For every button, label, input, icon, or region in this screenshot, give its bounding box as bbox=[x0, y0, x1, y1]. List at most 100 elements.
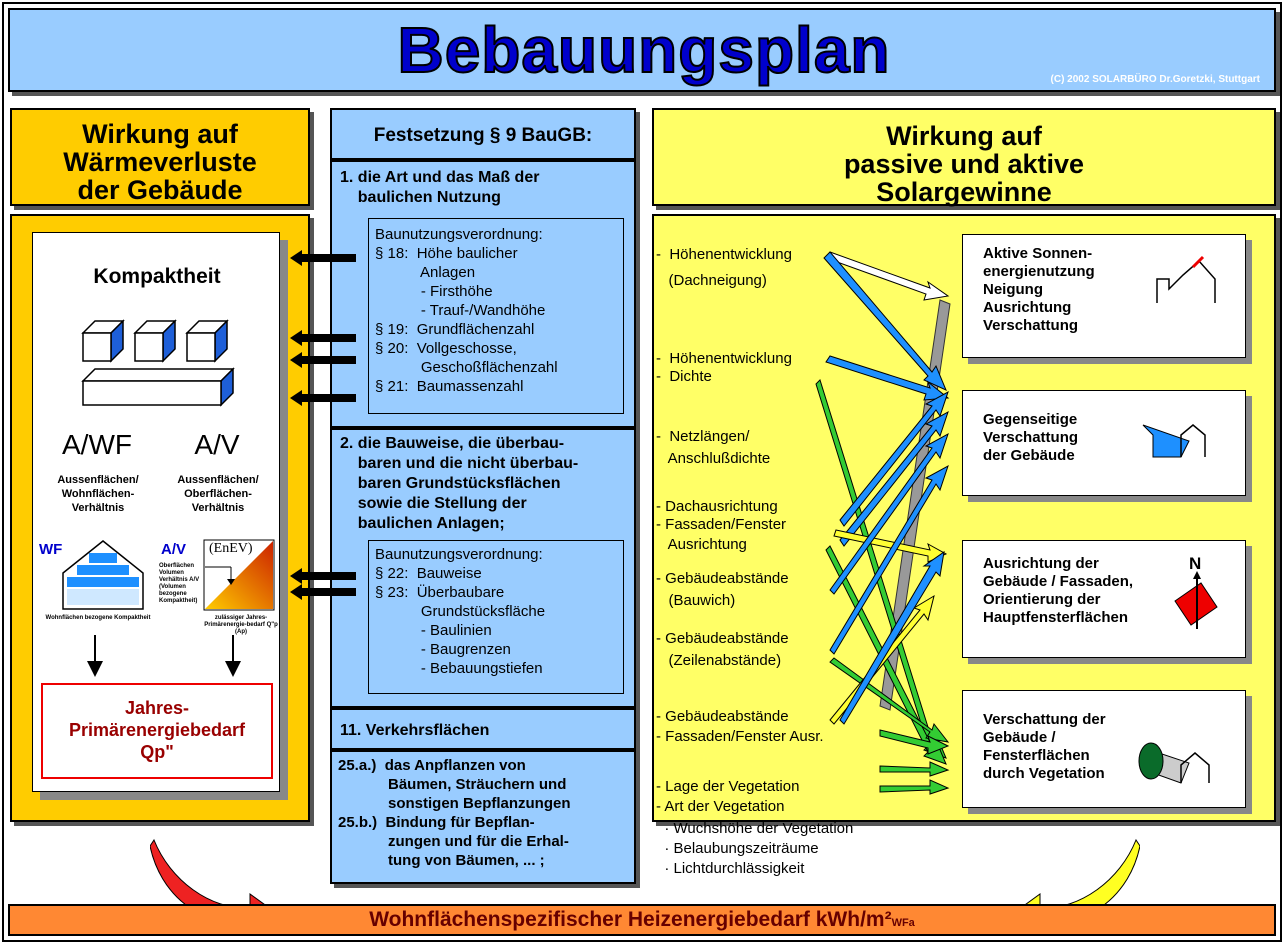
compactness-heading: Kompaktheit bbox=[93, 265, 221, 288]
factor-label: - Lage der Vegetation bbox=[656, 778, 800, 795]
factor-label: - Netzlängen/ bbox=[656, 428, 750, 445]
compass-icon bbox=[1174, 571, 1218, 629]
section-11: 11. Verkehrsflächen bbox=[330, 708, 636, 750]
av-caption: Oberflächen Volumen Verhältnis A/V (Volu… bbox=[159, 563, 200, 604]
factor-label: Anschlußdichte bbox=[656, 450, 771, 467]
bvo-line: Baunutzungsverordnung: bbox=[375, 546, 543, 563]
box-line: Ausrichtung bbox=[983, 299, 1072, 316]
link-arrows bbox=[290, 250, 356, 600]
bvo-line: - Bebauungstiefen bbox=[375, 660, 543, 677]
awf-description: Aussenflächen/ Wohnflächen- Verhältnis bbox=[39, 473, 157, 515]
box-line: durch Vegetation bbox=[983, 765, 1105, 782]
enev-label: (EnEV) bbox=[209, 541, 253, 556]
shadow-house-icon bbox=[1142, 424, 1206, 458]
section-25-line: tung von Bäumen, ... ; bbox=[338, 852, 545, 869]
bvo-line: - Baulinien bbox=[375, 622, 492, 639]
bvo-line: - Firsthöhe bbox=[375, 283, 493, 300]
factor-label: - Gebäudeabstände bbox=[656, 630, 789, 647]
bvo-line: § 19: Grundflächenzahl bbox=[375, 321, 535, 338]
factor-label: - Fassaden/Fenster Ausr. bbox=[656, 728, 824, 745]
factor-label: · Lichtdurchlässigkeit bbox=[656, 860, 805, 877]
factor-label: · Belaubungszeiträume bbox=[656, 840, 819, 857]
av-caption-2: zulässiger Jahres-Primärenergie-bedarf Q… bbox=[204, 615, 278, 635]
right-header: Wirkung auf passive und aktive Solargewi… bbox=[652, 108, 1276, 206]
factor-label: - Höhenentwicklung bbox=[656, 350, 792, 367]
wf-icon-label: WF bbox=[39, 541, 63, 558]
bottom-sub: WFa bbox=[891, 917, 915, 929]
bottom-label: Wohnflächenspezifischer Heizenergiebedar… bbox=[369, 908, 892, 931]
av-desc-line: Oberflächen- bbox=[184, 488, 252, 500]
vegetation-box: Verschattung der Gebäude / Fensterfläche… bbox=[962, 690, 1246, 808]
box-line: Ausrichtung der bbox=[983, 555, 1099, 572]
house-wf-icon bbox=[62, 540, 144, 610]
section-2-line: sowie die Stellung der bbox=[340, 495, 527, 512]
right-header-line: Solargewinne bbox=[876, 177, 1052, 207]
factor-label: · Wuchshöhe der Vegetation bbox=[656, 820, 854, 837]
section-2-line: baren Grundstücksflächen bbox=[340, 475, 561, 492]
box-line: Verschattung bbox=[983, 429, 1079, 446]
awf-desc-line: Wohnflächen- bbox=[61, 488, 135, 500]
section-25-line: 25.b.) Bindung für Bepflan- bbox=[338, 814, 535, 831]
north-label: N bbox=[1189, 554, 1202, 573]
factor-label: - Art der Vegetation bbox=[656, 798, 785, 815]
av-description: Aussenflächen/ Oberflächen- Verhältnis bbox=[159, 473, 277, 515]
av-desc-line: Verhältnis bbox=[191, 502, 245, 514]
section-25-line: zungen und für die Erhal- bbox=[338, 833, 569, 850]
bvo-line: § 21: Baumassenzahl bbox=[375, 378, 524, 395]
solar-active-box: Aktive Sonnen- energienutzung Neigung Au… bbox=[962, 234, 1246, 358]
right-header-line: Wirkung auf bbox=[886, 121, 1042, 151]
right-header-line: passive und aktive bbox=[843, 149, 1085, 179]
section-2-line: 2. die Bauweise, die überbau- bbox=[340, 435, 565, 452]
box-line: energienutzung bbox=[983, 263, 1095, 280]
section-25-line: sonstigen Bepflanzungen bbox=[338, 795, 571, 812]
section-1-line: baulichen Nutzung bbox=[340, 189, 501, 206]
box-line: Gegenseitige bbox=[983, 411, 1078, 428]
av-desc-line: Aussenflächen/ bbox=[177, 474, 259, 486]
bvo-line: - Trauf-/Wandhöhe bbox=[375, 302, 546, 319]
factor-label: (Bauwich) bbox=[656, 592, 736, 609]
box-line: der Gebäude bbox=[983, 447, 1075, 464]
page-title: Bebauungsplan bbox=[396, 13, 891, 87]
tree-shadow-icon bbox=[1138, 742, 1210, 784]
box-line: Aktive Sonnen- bbox=[983, 245, 1093, 262]
box-line: Hauptfensterflächen bbox=[983, 609, 1129, 626]
section-25: 25.a.) das Anpflanzen von Bäumen, Sträuc… bbox=[330, 750, 636, 884]
roof-panel-icon bbox=[1156, 255, 1216, 303]
section-25-line: Bäumen, Sträuchern und bbox=[338, 776, 567, 793]
av-label: A/V bbox=[194, 429, 240, 460]
awf-desc-line: Aussenflächen/ bbox=[57, 474, 139, 486]
bottom-bar: Wohnflächenspezifischer Heizenergiebedar… bbox=[8, 904, 1276, 936]
primary-energy-result: Jahres- Primärenergiebedarf Qp" bbox=[41, 683, 273, 779]
left-header-line: Wärmeverluste bbox=[63, 147, 257, 177]
bvo-box-2: Baunutzungsverordnung: § 22: Bauweise § … bbox=[368, 540, 624, 694]
factor-label: (Zeilenabstände) bbox=[656, 652, 782, 669]
bvo-line: Geschoßflächenzahl bbox=[375, 359, 558, 376]
section-1-line: 1. die Art und das Maß der bbox=[340, 169, 540, 186]
box-line: Gebäude / Fassaden, bbox=[983, 573, 1134, 590]
result-line: Qp" bbox=[140, 742, 174, 762]
left-header: Wirkung auf Wärmeverluste der Gebäude bbox=[10, 108, 310, 206]
left-header-line: der Gebäude bbox=[77, 175, 243, 205]
section-2-line: baren und die nicht überbau- bbox=[340, 455, 579, 472]
title-banner: Bebauungsplan (C) 2002 SOLARBÜRO Dr.Gore… bbox=[8, 8, 1276, 92]
enev-chart-icon bbox=[203, 539, 275, 611]
awf-desc-line: Verhältnis bbox=[71, 502, 125, 514]
factor-label: - Dachausrichtung bbox=[656, 498, 778, 515]
middle-header: Festsetzung § 9 BauGB: bbox=[330, 108, 636, 160]
result-line: Jahres- bbox=[124, 698, 190, 718]
box-line: Orientierung der bbox=[983, 591, 1101, 608]
bvo-line: Anlagen bbox=[375, 264, 476, 281]
bvo-line: Baunutzungsverordnung: bbox=[375, 226, 543, 243]
av-icon-label: A/V bbox=[161, 541, 187, 558]
copyright-note: (C) 2002 SOLARBÜRO Dr.Goretzki, Stuttgar… bbox=[1050, 74, 1260, 85]
section-25-line: 25.a.) das Anpflanzen von bbox=[338, 757, 526, 774]
influence-arrows bbox=[815, 251, 951, 795]
bvo-line: § 18: Höhe baulicher bbox=[375, 245, 518, 262]
factor-label: - Dichte bbox=[656, 368, 712, 385]
factor-label: (Dachneigung) bbox=[656, 272, 767, 289]
factor-label: Ausrichtung bbox=[656, 536, 747, 553]
factor-label: - Fassaden/Fenster bbox=[656, 516, 787, 533]
box-line: Gebäude / bbox=[983, 729, 1056, 746]
box-line: Fensterflächen bbox=[983, 747, 1090, 764]
bvo-line: § 20: Vollgeschosse, bbox=[375, 340, 517, 357]
